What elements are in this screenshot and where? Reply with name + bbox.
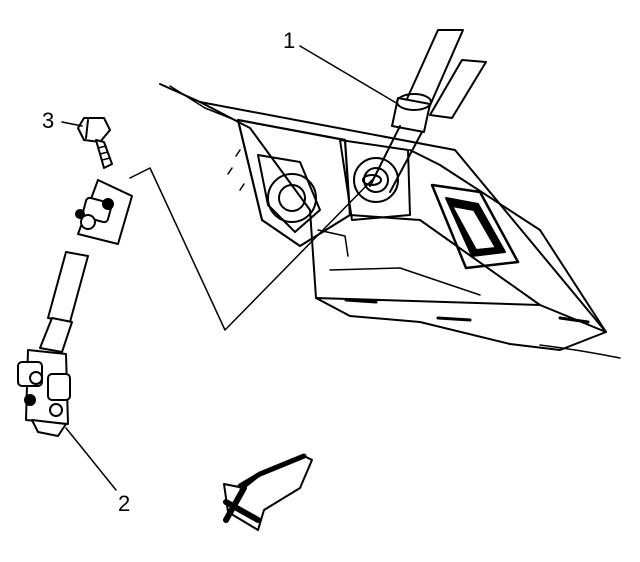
callout-label-3: 3: [42, 108, 55, 133]
callout-label-2: 2: [118, 491, 131, 516]
alignment-line: [129, 167, 373, 331]
callout-label-1: 1: [283, 28, 296, 53]
leader-1: [299, 45, 399, 105]
steering-column: [362, 29, 487, 193]
leader-3: [61, 121, 83, 127]
dash-panel: [159, 83, 621, 359]
callout-leaders: [61, 45, 399, 491]
direction-arrow-icon: [223, 453, 313, 531]
intermediate-shaft: [17, 179, 133, 437]
bolt: [77, 117, 113, 169]
leader-2: [65, 427, 117, 491]
